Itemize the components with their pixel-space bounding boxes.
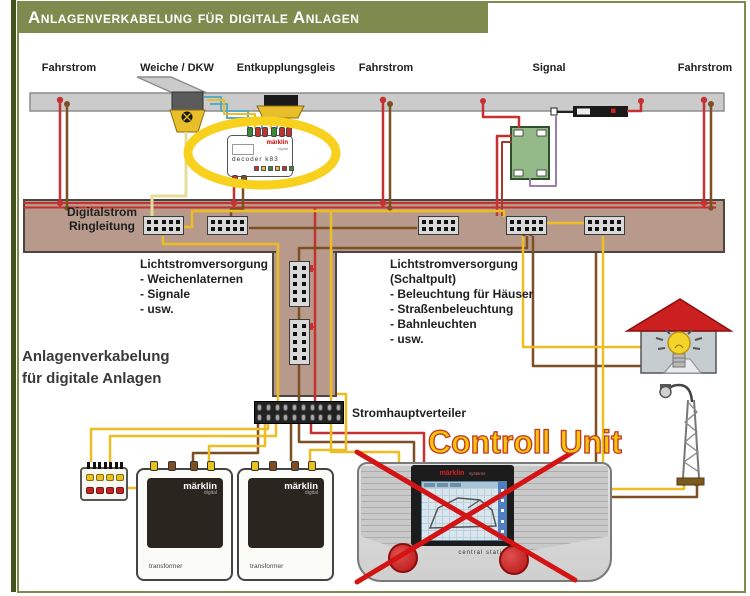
control-panel [80, 462, 128, 501]
screen-icon-column [498, 482, 506, 540]
stud-yellow [207, 461, 215, 471]
speed-knob-right [499, 545, 529, 575]
terminal-strip-v2 [289, 319, 310, 365]
terminal-strip-3 [418, 216, 459, 235]
decoder-plug-red [262, 127, 268, 137]
panel-button-yellow [86, 474, 94, 481]
decoder-plug-red [232, 175, 238, 184]
stud-yellow [251, 461, 259, 471]
stud-brown [190, 461, 198, 471]
panel-button-red [116, 487, 124, 494]
layout-screen [421, 481, 507, 541]
stud-yellow [308, 461, 316, 471]
panel-button-red [86, 487, 94, 494]
panel-button-red [96, 487, 104, 494]
decoder-k83: märklin digital decoder k83 [227, 127, 294, 184]
decoder-label-window [232, 144, 254, 155]
ring-band-label: Digitalstrom Ringleitung [66, 205, 138, 233]
label-signal: Signal [532, 62, 566, 74]
screen-bezel: märklin systems [411, 465, 514, 546]
label-fahrstrom-2: Fahrstrom [358, 62, 414, 74]
central-station: märklin systems central station [357, 462, 612, 582]
distributor-label: Stromhauptverteiler [352, 406, 467, 420]
decoder-plug-red [254, 127, 261, 137]
decoder-plug-red [278, 127, 285, 137]
transformer-2: märklin digital transformer [237, 461, 334, 581]
stud-brown [168, 461, 176, 471]
track-plan [428, 497, 497, 529]
maerklin-logo: märklin digital [266, 140, 288, 151]
content-border [17, 1, 746, 593]
label-fahrstrom-3: Fahrstrom [677, 62, 733, 74]
decoder-plug-red [286, 127, 292, 137]
transformer-label: transformer [149, 563, 183, 570]
maerklin-systems-logo: märklin systems [439, 470, 486, 477]
terminal-strip-5 [584, 216, 625, 235]
transformer-label: transformer [250, 563, 284, 570]
transformer-panel: märklin digital [147, 478, 223, 548]
terminal-strip-v1 [289, 261, 310, 307]
speed-knob-left [388, 543, 418, 573]
maerklin-logo: märklin digital [284, 481, 318, 496]
stud-brown [269, 461, 277, 471]
stud-yellow [150, 461, 158, 471]
side-caption: Anlagenverkabelung für digitale Anlagen [22, 348, 170, 387]
terminal-strip-2 [207, 216, 248, 235]
label-entkupplungsgleis: Entkupplungsgleis [236, 62, 336, 74]
transformer-panel: märklin digital [248, 478, 324, 548]
panel-button-yellow [96, 474, 104, 481]
decoder-name: decoder k83 [232, 156, 279, 163]
main-distributor [254, 401, 344, 424]
ring-band-junction [276, 245, 333, 257]
transformer-1: märklin digital transformer [136, 461, 233, 581]
supply-right-text: Lichtstromversorgung (Schaltpult) - Bele… [390, 257, 534, 346]
maerklin-logo: märklin digital [183, 481, 217, 496]
panel-button-yellow [116, 474, 124, 481]
panel-button-red [106, 487, 114, 494]
button-panel-left [361, 466, 413, 554]
stud-brown [291, 461, 299, 471]
supply-left-text: Lichtstromversorgung - Weichenlaternen -… [140, 257, 269, 316]
button-panel-right [512, 466, 608, 554]
title-bar: Anlagenverkabelung für digitale Anlagen [17, 3, 488, 33]
decoder-plug-green [247, 127, 253, 137]
page-title: Anlagenverkabelung für digitale Anlagen [28, 8, 360, 27]
decoder-plug-green [271, 127, 277, 137]
label-weiche-dkw: Weiche / DKW [140, 62, 214, 74]
panel-button-yellow [106, 474, 114, 481]
label-fahrstrom-1: Fahrstrom [41, 62, 97, 74]
terminal-strip-1 [143, 216, 184, 235]
decoder-plug-brown [241, 175, 247, 184]
controll-unit-label: Controll Unit [427, 423, 622, 460]
left-accent-bar [11, 0, 16, 592]
terminal-strip-4 [506, 216, 547, 235]
